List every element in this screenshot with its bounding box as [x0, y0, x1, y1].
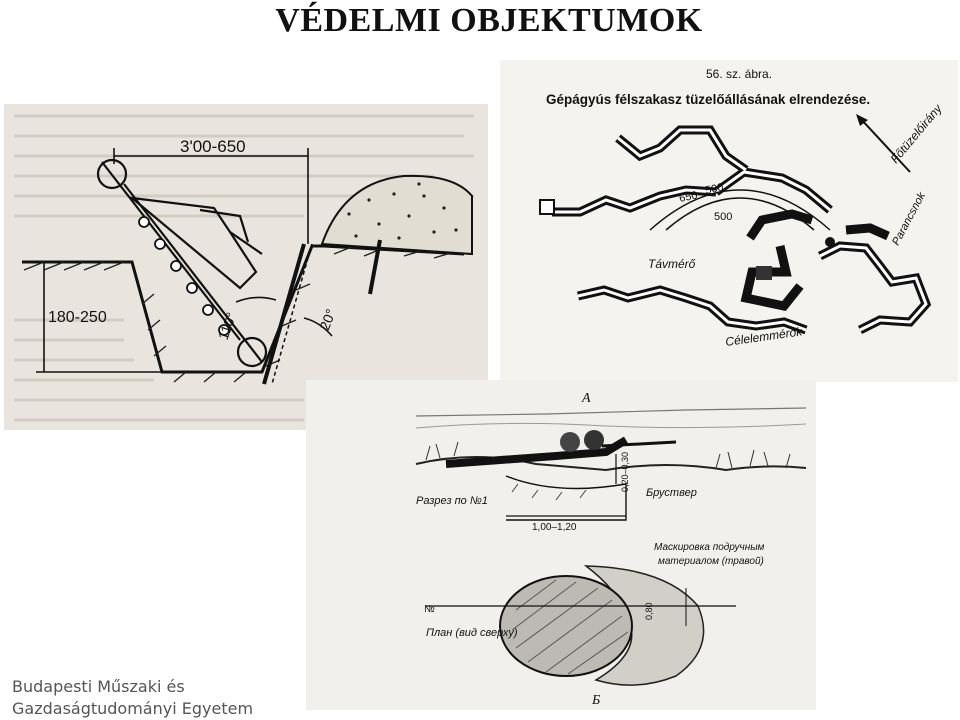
- trench-angle-label-1: 110°: [215, 310, 240, 342]
- footer-line-1: Budapesti Műszaki és: [12, 677, 185, 696]
- firing-position-plan-figure: 56. sz. ábra. Gépágyús félszakasz tüzelő…: [500, 60, 958, 382]
- section-label: Разрез по №1: [416, 495, 488, 507]
- camouflage-label-2: материалом (травой): [658, 556, 764, 567]
- trench-cross-section-figure: 3'00-650 180-250 110° 20°: [4, 104, 488, 430]
- slide-title: VÉDELMI OBJEKTUMOK: [275, 2, 703, 39]
- trench-depth-label: 180-250: [48, 309, 107, 326]
- pit-depth-label: 0,80: [644, 602, 654, 620]
- label-b: Б: [591, 693, 600, 708]
- pit-height-label: 0,20–0,30: [620, 452, 630, 492]
- plan-dimension-1: 650: [678, 189, 698, 205]
- marker-no: №: [424, 604, 435, 615]
- trench-angle-label-2: 20°: [316, 307, 339, 333]
- fire-direction-label: Főtüzelőirány: [888, 101, 946, 166]
- fire-direction-arrow-icon: [856, 114, 868, 126]
- rifle-pit-figure: А Разрез по №1 Бруствер 1,00–1,20 0,20–0…: [306, 380, 816, 710]
- figure-caption: Gépágyús félszakasz tüzelőállásának elre…: [546, 92, 870, 107]
- camouflage-label-1: Маскировка подручным: [654, 542, 765, 553]
- plan-view-label: План (вид сверху): [426, 627, 518, 639]
- trench-width-label: 3'00-650: [180, 137, 246, 156]
- plan-dimension-3: 500: [714, 211, 732, 223]
- parapet-label: Бруствер: [646, 487, 697, 499]
- label-a: А: [581, 391, 591, 406]
- university-footer: Budapesti Műszaki és Gazdaságtudományi E…: [12, 676, 253, 720]
- pit-width-label: 1,00–1,20: [532, 522, 577, 533]
- footer-line-2: Gazdaságtudományi Egyetem: [12, 699, 254, 718]
- rangefinder-label: Távmérő: [648, 257, 696, 271]
- plan-dimension-2: 500: [704, 181, 724, 197]
- commander-label: Parancsnok: [890, 190, 928, 247]
- figure-number: 56. sz. ábra.: [706, 67, 772, 81]
